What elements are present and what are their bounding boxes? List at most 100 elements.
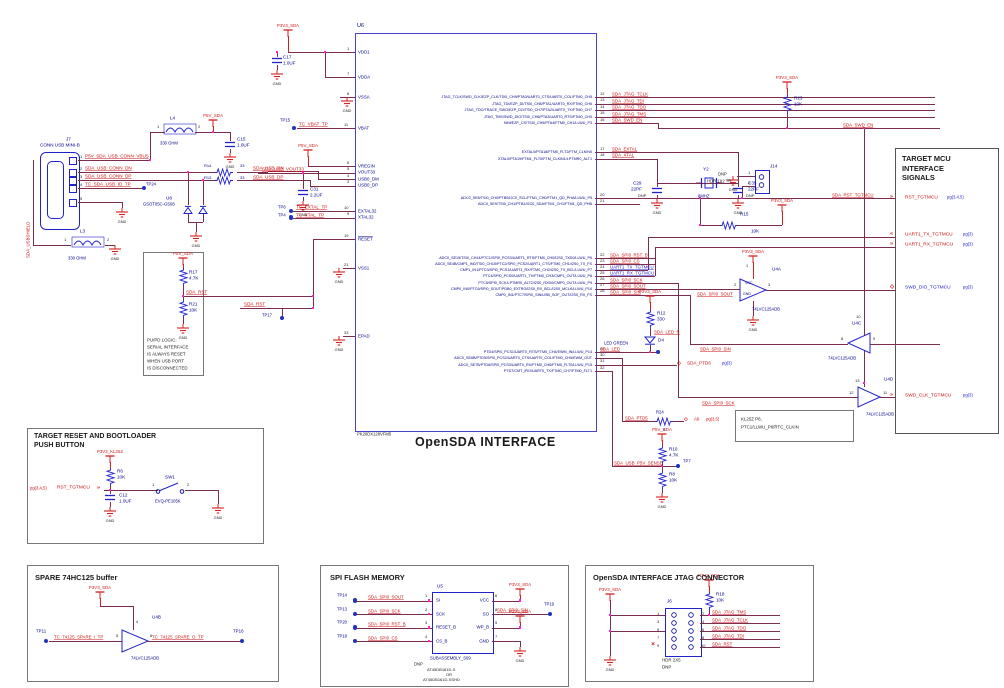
junction-dot (323, 50, 327, 54)
label: 1 (748, 170, 751, 175)
label: R23 (794, 95, 803, 101)
label: TP18 (337, 633, 348, 638)
wire (766, 290, 895, 292)
wire (185, 490, 218, 492)
wire (188, 213, 190, 222)
label: TP20 (337, 619, 348, 625)
label: SO (482, 611, 489, 616)
junction-dot (311, 294, 315, 298)
wire (690, 294, 692, 344)
wire (655, 247, 895, 249)
label: 13 (600, 97, 605, 103)
svg-text:GND: GND (734, 210, 743, 215)
wire (738, 183, 740, 187)
label: 30 (600, 352, 605, 357)
spi-flash-box (320, 565, 569, 687)
label: 15 (600, 110, 605, 116)
label: SDA_SPI0_CS (368, 635, 398, 640)
junction-dot (311, 306, 315, 310)
label: 17 (600, 146, 605, 151)
label: 18 (600, 152, 605, 158)
label: 6 (150, 633, 153, 638)
label: 1.0UF (119, 498, 132, 504)
label: U4C (852, 320, 862, 326)
wire (595, 97, 935, 99)
label: TC_XTAL_TP (296, 212, 325, 217)
label: C17 (283, 54, 292, 60)
wire (700, 225, 720, 227)
label: ADC0_SE4B/CMP1_IN0/TSI0_CH15/PTC2/SPI0_P… (435, 261, 592, 266)
wire (355, 641, 432, 643)
label: 1 (746, 263, 749, 268)
wire (595, 352, 658, 354)
label: 2 (187, 482, 190, 487)
wire (100, 598, 102, 606)
wire (313, 296, 315, 308)
label: RST_TGTMCU (905, 194, 938, 200)
label: ◇ (684, 416, 688, 422)
box (69, 157, 77, 165)
label: R18 (716, 591, 725, 597)
label: SDA_USB_VOUT33 (262, 166, 304, 171)
label: pg(3) (963, 241, 973, 247)
label: A6 (694, 416, 700, 421)
svg-text:GND: GND (214, 515, 223, 520)
label: SDA_SPI0_SIN (610, 289, 641, 294)
wire (110, 462, 112, 468)
testpoint-dot (43, 638, 49, 644)
label: SDA_JTAG_TDO (712, 625, 747, 631)
label: 25 (600, 270, 605, 275)
label: WHEN USB PORT (147, 358, 185, 364)
label: 23 (600, 258, 605, 263)
mcu-partnumber: PK20DX128VFM5 (357, 431, 392, 437)
label: 16 (600, 117, 605, 122)
label: SDA_JTAG_TMS (612, 111, 647, 116)
page-port-arrow: » (890, 391, 894, 398)
wire (288, 36, 290, 52)
label: 0 (663, 427, 666, 432)
page-port-arrow: » (890, 240, 894, 247)
label: SDA_LED_R (654, 329, 680, 335)
label: 1 (152, 482, 155, 487)
svg-text:GND: GND (335, 279, 344, 284)
box1-title: TARGET RESET AND BOOTLOADER (34, 433, 157, 440)
label: 5 (657, 627, 660, 632)
label: 9 (347, 211, 350, 217)
label: 330 OHM (160, 140, 178, 146)
label: SDA_USBSHIELD (25, 221, 31, 258)
label: PUSH BUTTON (34, 442, 85, 449)
label: 5 (347, 166, 350, 172)
wire (355, 600, 432, 602)
wire (787, 113, 789, 128)
wire (738, 225, 782, 227)
label: CS_B (436, 638, 448, 643)
label: SDA_RST (186, 289, 208, 294)
label: 1.0UF (237, 142, 250, 148)
label: R6 (117, 468, 123, 474)
wire (492, 614, 548, 616)
junction-dot (427, 599, 431, 602)
wire (880, 397, 895, 399)
wire (122, 202, 124, 208)
svg-text:GND: GND (299, 212, 308, 217)
label: 4 (425, 634, 428, 639)
label: JTAG_TMS/SWD_DIO/TSI0_CH6/PTA3/UART0_RTS… (483, 114, 592, 119)
label: GND (743, 291, 751, 296)
wire (658, 123, 660, 128)
wire (700, 631, 780, 633)
wire (595, 116, 935, 118)
label: TC_VBAT_TP (299, 121, 328, 127)
label: UART1_RX_TGTMCU (610, 270, 655, 276)
label: D4 (658, 337, 664, 343)
svg-text:P3V3_SDA: P3V3_SDA (509, 582, 531, 587)
wire (870, 343, 940, 345)
wire (622, 358, 624, 421)
wire (595, 294, 690, 296)
svg-text:P3V3_KL25Z: P3V3_KL25Z (97, 449, 123, 454)
label: ◇ (677, 360, 681, 366)
label: SERIAL INTERFACE (147, 344, 189, 350)
label: SDA_JTAG_TDI (712, 633, 744, 639)
label: TC_EXTAL_TP (296, 204, 328, 210)
label: VSSA (358, 94, 370, 100)
mcu-refdes: U6 (357, 22, 365, 29)
